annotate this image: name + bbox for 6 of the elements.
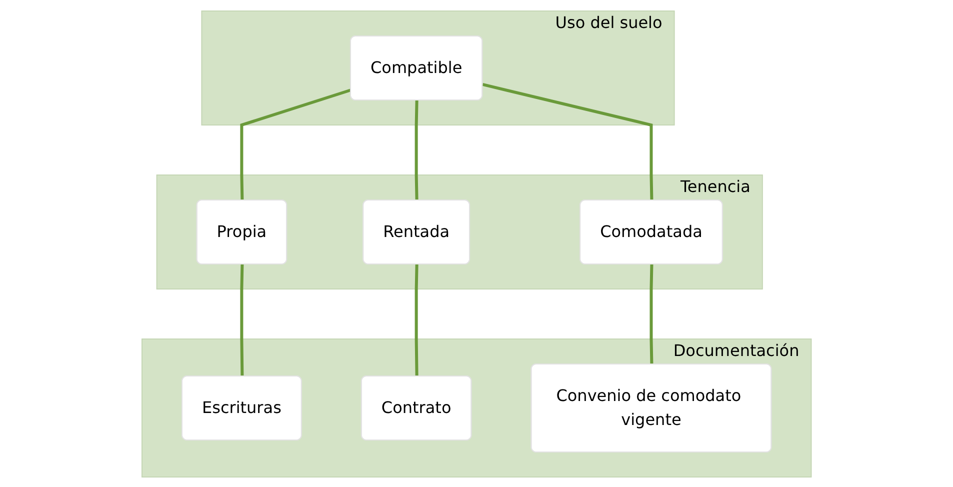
connector	[414, 264, 418, 376]
connector	[482, 82, 654, 200]
connector	[240, 264, 244, 376]
connector	[650, 264, 654, 364]
connector	[240, 88, 352, 200]
connector	[414, 100, 418, 200]
